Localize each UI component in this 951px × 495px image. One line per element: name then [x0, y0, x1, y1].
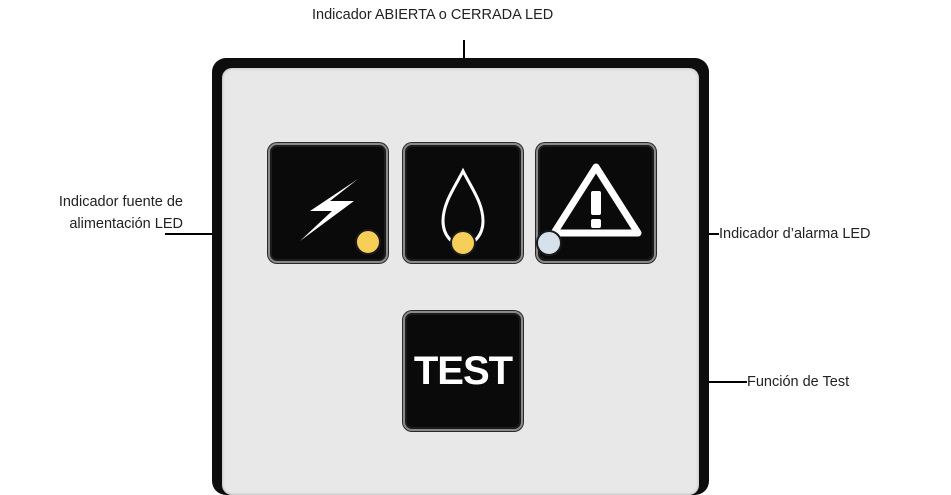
label-open-closed-led: Indicador ABIERTA o CERRADA LED	[312, 7, 554, 23]
power-led	[355, 229, 381, 255]
label-power-led-line2: alimentación LED	[69, 216, 183, 232]
label-alarm-led: Indicador d’alarma LED	[719, 226, 871, 242]
label-power-led: Indicador fuente de alimentación LED	[9, 191, 183, 235]
test-button[interactable]: TEST	[403, 311, 523, 431]
alarm-led	[536, 230, 562, 256]
label-power-led-line1b: fuente de	[118, 194, 183, 210]
valve-led	[450, 230, 476, 256]
lightning-bolt-icon	[300, 179, 358, 241]
power-indicator-button[interactable]	[268, 143, 388, 263]
label-test-function: Función de Test	[747, 374, 850, 390]
test-button-label: TEST	[413, 348, 513, 393]
valve-indicator-button[interactable]	[403, 143, 523, 263]
label-power-led-line1a: Indicador	[58, 194, 119, 210]
alarm-indicator-button[interactable]	[536, 143, 656, 263]
warning-triangle-icon	[550, 163, 642, 237]
